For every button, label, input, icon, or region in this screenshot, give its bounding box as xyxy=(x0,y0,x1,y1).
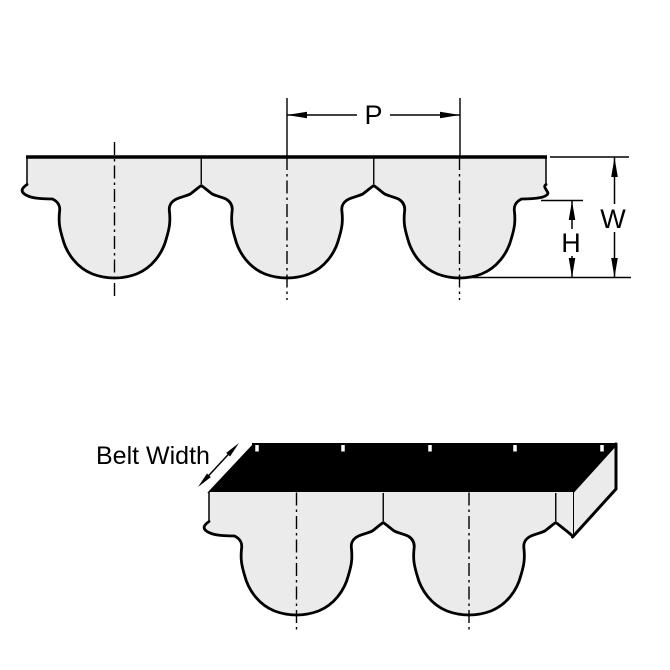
pitch-label: P xyxy=(364,100,382,130)
thickness-dimension: W xyxy=(468,156,631,279)
belt-width-arrow-line xyxy=(205,450,232,480)
arrowhead-up xyxy=(568,201,576,220)
belt-width-annotation: Belt Width xyxy=(96,442,239,487)
belt-width-label: Belt Width xyxy=(96,442,210,470)
arrowhead-upper xyxy=(226,443,239,457)
arrowhead-up xyxy=(611,157,618,177)
belt-front-profile-line xyxy=(202,520,575,617)
back-edge-joint-ticks xyxy=(255,445,604,452)
tooth-height-dimension: H xyxy=(541,199,583,278)
belt-section-fill xyxy=(22,157,548,278)
tooth-height-label: H xyxy=(561,228,581,258)
belt-top-face xyxy=(207,443,618,493)
arrowhead-down xyxy=(611,258,618,278)
arrowhead-right xyxy=(440,111,460,119)
thickness-label: W xyxy=(600,204,626,234)
belt-front-face-fill xyxy=(204,492,573,615)
perspective-view: Belt Width xyxy=(96,442,618,630)
arrowhead-down xyxy=(568,258,576,278)
arrowhead-left xyxy=(287,111,307,119)
arrowhead-lower xyxy=(198,473,211,487)
cross-section-view: P W H xyxy=(20,98,631,300)
pitch-dimension: P xyxy=(286,98,461,157)
